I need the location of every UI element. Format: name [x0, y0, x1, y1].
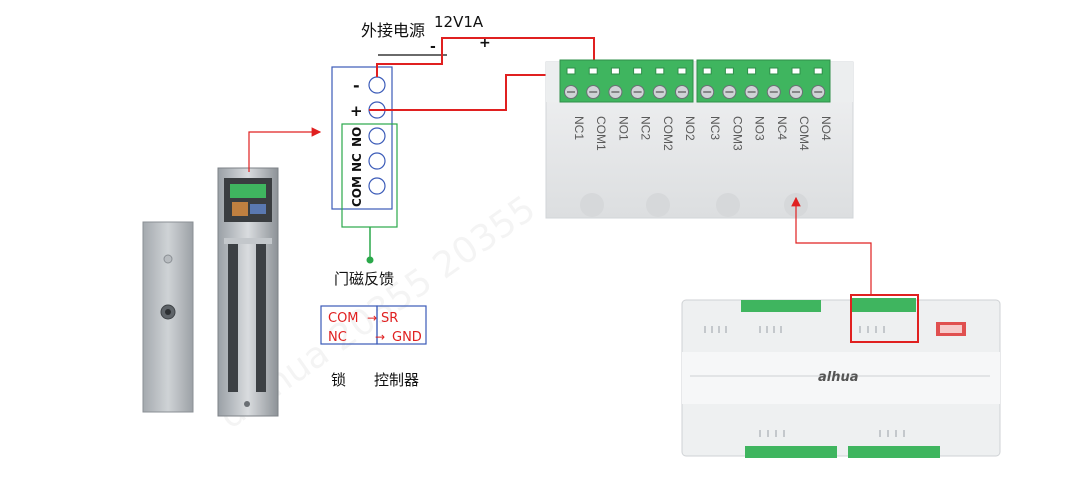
- controller-brand: alhua: [818, 370, 859, 385]
- relay-terminal-tab: [769, 67, 779, 75]
- power-minus-wire: [376, 37, 595, 96]
- feedback-lock-nc: NC: [328, 330, 347, 345]
- relay-led-3: [716, 193, 740, 217]
- feedback-controller-box: [376, 305, 427, 345]
- lock-terminal-no: NO: [350, 127, 364, 147]
- feedback-ctrl-sr: SR: [381, 311, 398, 326]
- relay-label-nc1: NC1: [572, 116, 586, 140]
- controller-top-strip-2: [852, 298, 916, 312]
- relay-terminal-tab: [813, 67, 823, 75]
- relay-led-1: [580, 193, 604, 217]
- controller-highlight-box: [850, 294, 919, 343]
- relay-terminal-tab: [724, 67, 734, 75]
- controller-bottom-strip-2: [848, 446, 940, 458]
- relay-terminal-screws: [564, 67, 826, 99]
- relay-terminal-tab: [633, 67, 643, 75]
- power-minus-sign: -: [430, 39, 436, 55]
- controller-to-relay-wire: [791, 196, 872, 294]
- terminal-screw-no: [368, 127, 386, 145]
- feedback-title: 门磁反馈: [334, 270, 394, 288]
- access-controller: alhua: [681, 298, 1001, 458]
- relay-led-2: [646, 193, 670, 217]
- relay-label-com1: COM1: [594, 116, 608, 151]
- relay-terminal-tab: [702, 67, 712, 75]
- feedback-arrow-gnd: →: [375, 330, 385, 344]
- power-plus-sign: +: [479, 35, 491, 51]
- power-rating: 12V1A: [434, 13, 484, 31]
- relay-label-nc2: NC2: [639, 116, 653, 140]
- lock-terminal-screws: [368, 76, 386, 195]
- terminal-screw-minus: [368, 76, 386, 94]
- relay-terminal-tab: [610, 67, 620, 75]
- feedback-controller-caption: 控制器: [374, 371, 419, 389]
- relay-terminal-tab: [677, 67, 687, 75]
- lock-plus-wire: [369, 74, 570, 111]
- feedback-ctrl-gnd: GND: [392, 330, 422, 345]
- relay-terminal-strip-a: [559, 59, 694, 103]
- feedback-arrow-sr: →: [367, 311, 377, 325]
- magnetic-lock: [217, 167, 279, 417]
- feedback-lock-caption: 锁: [331, 371, 346, 389]
- terminal-screw-com: [368, 177, 386, 195]
- armature-plate: [142, 221, 194, 413]
- lock-to-terminal-wire: [248, 127, 322, 172]
- relay-label-no3: NO3: [753, 116, 767, 141]
- relay-terminal-tab: [588, 67, 598, 75]
- relay-label-no2: NO2: [683, 116, 697, 141]
- relay-terminal-strip-b: [696, 59, 831, 103]
- relay-board: NC1 COM1 NO1 NC2 COM2 NO2 NC3 COM3 NO3 NC4 COM4 NO4: [545, 59, 854, 219]
- lock-terminal-minus: -: [353, 76, 360, 95]
- relay-terminal-tab: [655, 67, 665, 75]
- lock-terminal-plus: +: [350, 102, 363, 120]
- relay-label-com3: COM3: [730, 116, 744, 151]
- terminal-screw-nc: [368, 152, 386, 170]
- relay-label-nc4: NC4: [775, 116, 789, 140]
- relay-label-com2: COM2: [661, 116, 675, 151]
- power-title: 外接电源: [361, 21, 425, 40]
- relay-terminal-tab: [747, 67, 757, 75]
- controller-bottom-strip-1: [745, 446, 837, 458]
- relay-label-no1: NO1: [616, 116, 630, 141]
- lock-terminal-nc: NC: [350, 153, 364, 172]
- relay-terminal-tab: [791, 67, 801, 75]
- relay-terminal-labels: NC1 COM1 NO1 NC2 COM2 NO2 NC3 COM3 NO3 NC4 COM4 NO4: [572, 116, 833, 151]
- feedback-lock-com: COM: [328, 311, 359, 326]
- relay-terminal-tab: [566, 67, 576, 75]
- controller-top-strip-1: [741, 300, 821, 312]
- lock-terminal-block: [331, 66, 393, 210]
- relay-label-no4: NO4: [819, 116, 833, 141]
- relay-label-nc3: NC3: [708, 116, 722, 140]
- lock-terminal-com: COM: [350, 176, 364, 207]
- feedback-lead-dot: [366, 256, 374, 264]
- relay-label-com4: COM4: [797, 116, 811, 151]
